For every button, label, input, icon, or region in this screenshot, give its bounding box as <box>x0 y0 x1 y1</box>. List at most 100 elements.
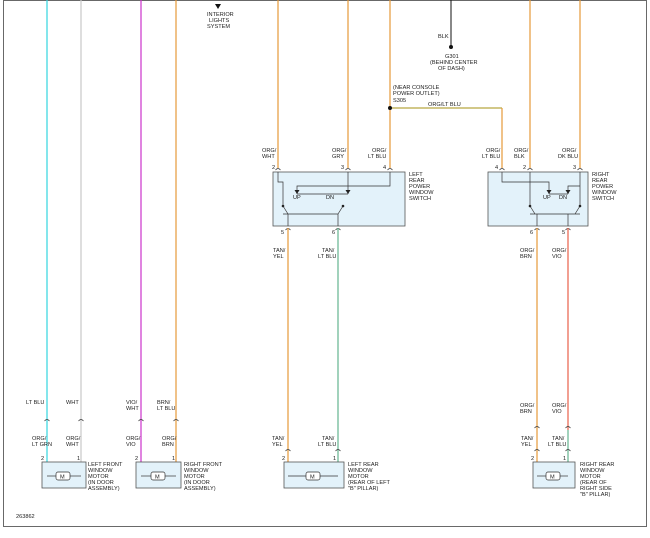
splice-id: S305 <box>393 98 406 104</box>
rr-pin-1: 1 <box>563 456 566 462</box>
ground-g301: BLK G301 (BEHIND CENTER OF DASH) <box>430 0 478 72</box>
lf-motor-label-1: LEFT FRONT <box>88 462 123 468</box>
ls-out-wire-1a: TAN/ <box>273 248 286 254</box>
lf-lower-wire-1a: ORG/ <box>32 436 47 442</box>
lf-connector-symbols <box>44 419 84 422</box>
ls-contact-dot-1 <box>281 204 285 208</box>
ls-out-wire-2a: TAN/ <box>322 248 335 254</box>
lr-motor-label-1: LEFT REAR <box>348 462 379 468</box>
splice-wire-color: ORG/LT BLU <box>428 102 461 108</box>
interior-lights-3: SYSTEM <box>207 24 230 30</box>
left-rear-switch-circuit: ORG/ WHT ORG/ GRY ORG/ LT BLU 2 3 4 UP D… <box>262 0 503 462</box>
ls-out-wire-1b: YEL <box>273 254 284 260</box>
ls-wire-1b: WHT <box>262 154 275 160</box>
figure-id: 263862 <box>16 514 35 520</box>
ls-pin-bottom-1: 5 <box>281 230 284 236</box>
rs-output-traces <box>530 213 580 226</box>
ls-contact-2 <box>337 205 344 215</box>
rr-mid-wire-1b: BRN <box>520 409 532 415</box>
ls-label-5: SWITCH <box>409 196 431 202</box>
rs-label-1: RIGHT <box>592 172 610 178</box>
lr-motor-label-5: "B" PILLAR) <box>348 486 379 492</box>
rs-pin-bottom-1: 6 <box>530 230 533 236</box>
ls-wire-2a: ORG/ <box>332 148 347 154</box>
rr-pin-2: 2 <box>531 456 534 462</box>
lf-motor-circuit: LT BLU WHT ORG/ LT GRN ORG/ WHT 2 1 M LE… <box>26 0 123 492</box>
lr-motor-label-3: MOTOR <box>348 474 369 480</box>
ls-out-wire-2b: LT BLU <box>318 254 336 260</box>
ls-pin-top-2: 3 <box>341 165 344 171</box>
lr-pin-2: 2 <box>282 456 285 462</box>
ls-output-traces <box>283 213 339 226</box>
rs-dn-arrow-icon <box>565 190 571 194</box>
rs-out-wire-1b: BRN <box>520 254 532 260</box>
rs-label-3: POWER <box>592 184 613 190</box>
ls-label-4: WINDOW <box>409 190 434 196</box>
lf-upper-wire-1: LT BLU <box>26 400 44 406</box>
lf-motor-label-4: (IN DOOR <box>88 480 114 486</box>
rf-connector-symbols <box>138 419 179 422</box>
rr-motor-label-6: "B" PILLAR) <box>580 492 611 498</box>
interior-lights-ref: INTERIOR LIGHTS SYSTEM <box>207 4 234 30</box>
rf-motor-label-4: (IN DOOR <box>184 480 210 486</box>
ls-contact-1 <box>282 205 289 215</box>
rs-wire-3b: DK BLU <box>558 154 578 160</box>
ls-pin-top-3: 4 <box>383 165 386 171</box>
rf-motor-symbol: M <box>155 475 160 481</box>
rr-motor: TAN/ YEL TAN/ LT BLU 2 1 M RIGHT REAR WI… <box>521 436 614 498</box>
right-rear-switch-box <box>487 171 589 227</box>
rf-lower-wire-2b: BRN <box>162 442 174 448</box>
rf-lower-wire-2a: ORG/ <box>162 436 177 442</box>
rs-wire-1a: ORG/ <box>486 148 501 154</box>
rf-pin-1: 1 <box>172 456 175 462</box>
rs-wire-3a: ORG/ <box>562 148 577 154</box>
ls-label-1: LEFT <box>409 172 423 178</box>
rs-pin-top-2: 2 <box>523 165 526 171</box>
ls-label-3: POWER <box>409 184 430 190</box>
ls-dn-label: DN <box>326 195 334 201</box>
lr-lower-wire-1b: YEL <box>272 442 283 448</box>
rr-motor-label-2: WINDOW <box>580 468 605 474</box>
rr-mid-wire-1a: ORG/ <box>520 403 535 409</box>
ls-wire-2b: GRY <box>332 154 344 160</box>
ls-pin-top-1: 2 <box>272 165 275 171</box>
rs-pin-bottom-2: 5 <box>562 230 565 236</box>
ground-point <box>449 45 453 49</box>
lf-lower-wire-1b: LT GRN <box>32 442 52 448</box>
rs-pin-top-3: 3 <box>573 165 576 171</box>
rs-out-wire-2b: VIO <box>552 254 562 260</box>
lf-motor-label-5: ASSEMBLY) <box>88 486 120 492</box>
rs-contact-2 <box>574 205 581 215</box>
lf-motor-label-2: WINDOW <box>88 468 113 474</box>
ground-location-1: (BEHIND CENTER <box>430 60 478 66</box>
rf-upper-wire-2a: BRN/ <box>157 400 171 406</box>
rr-mid-wire-2b: VIO <box>552 409 562 415</box>
ground-id: G301 <box>445 54 459 60</box>
lr-motor-label-2: WINDOW <box>348 468 373 474</box>
splice-dot <box>388 106 392 110</box>
rf-lower-wire-1b: VIO <box>126 442 136 448</box>
rs-dn-label: DN <box>559 195 567 201</box>
lf-pin-1: 1 <box>77 456 80 462</box>
rr-inline-connector <box>534 426 571 429</box>
rf-upper-wire-1a: VIO/ <box>126 400 138 406</box>
ls-contact-dot-2 <box>341 204 345 208</box>
rs-label-4: WINDOW <box>592 190 617 196</box>
lr-lower-wire-2b: LT BLU <box>318 442 336 448</box>
diagram-frame <box>3 0 647 527</box>
lr-lower-wire-1a: TAN/ <box>272 436 285 442</box>
ground-wire-color: BLK <box>438 34 449 40</box>
lf-lower-wire-2b: WHT <box>66 442 79 448</box>
rf-motor-label-3: MOTOR <box>184 474 205 480</box>
lr-connector-symbols <box>285 449 341 452</box>
lr-lower-wire-2a: TAN/ <box>322 436 335 442</box>
rf-motor-label-5: ASSEMBLY) <box>184 486 216 492</box>
ls-wire-1a: ORG/ <box>262 148 277 154</box>
ground-location-2: OF DASH) <box>438 66 465 72</box>
ls-connector-top <box>275 168 393 171</box>
rs-out-wire-2a: ORG/ <box>552 248 567 254</box>
lr-motor-symbol: M <box>310 475 315 481</box>
ls-pin-bottom-2: 6 <box>332 230 335 236</box>
